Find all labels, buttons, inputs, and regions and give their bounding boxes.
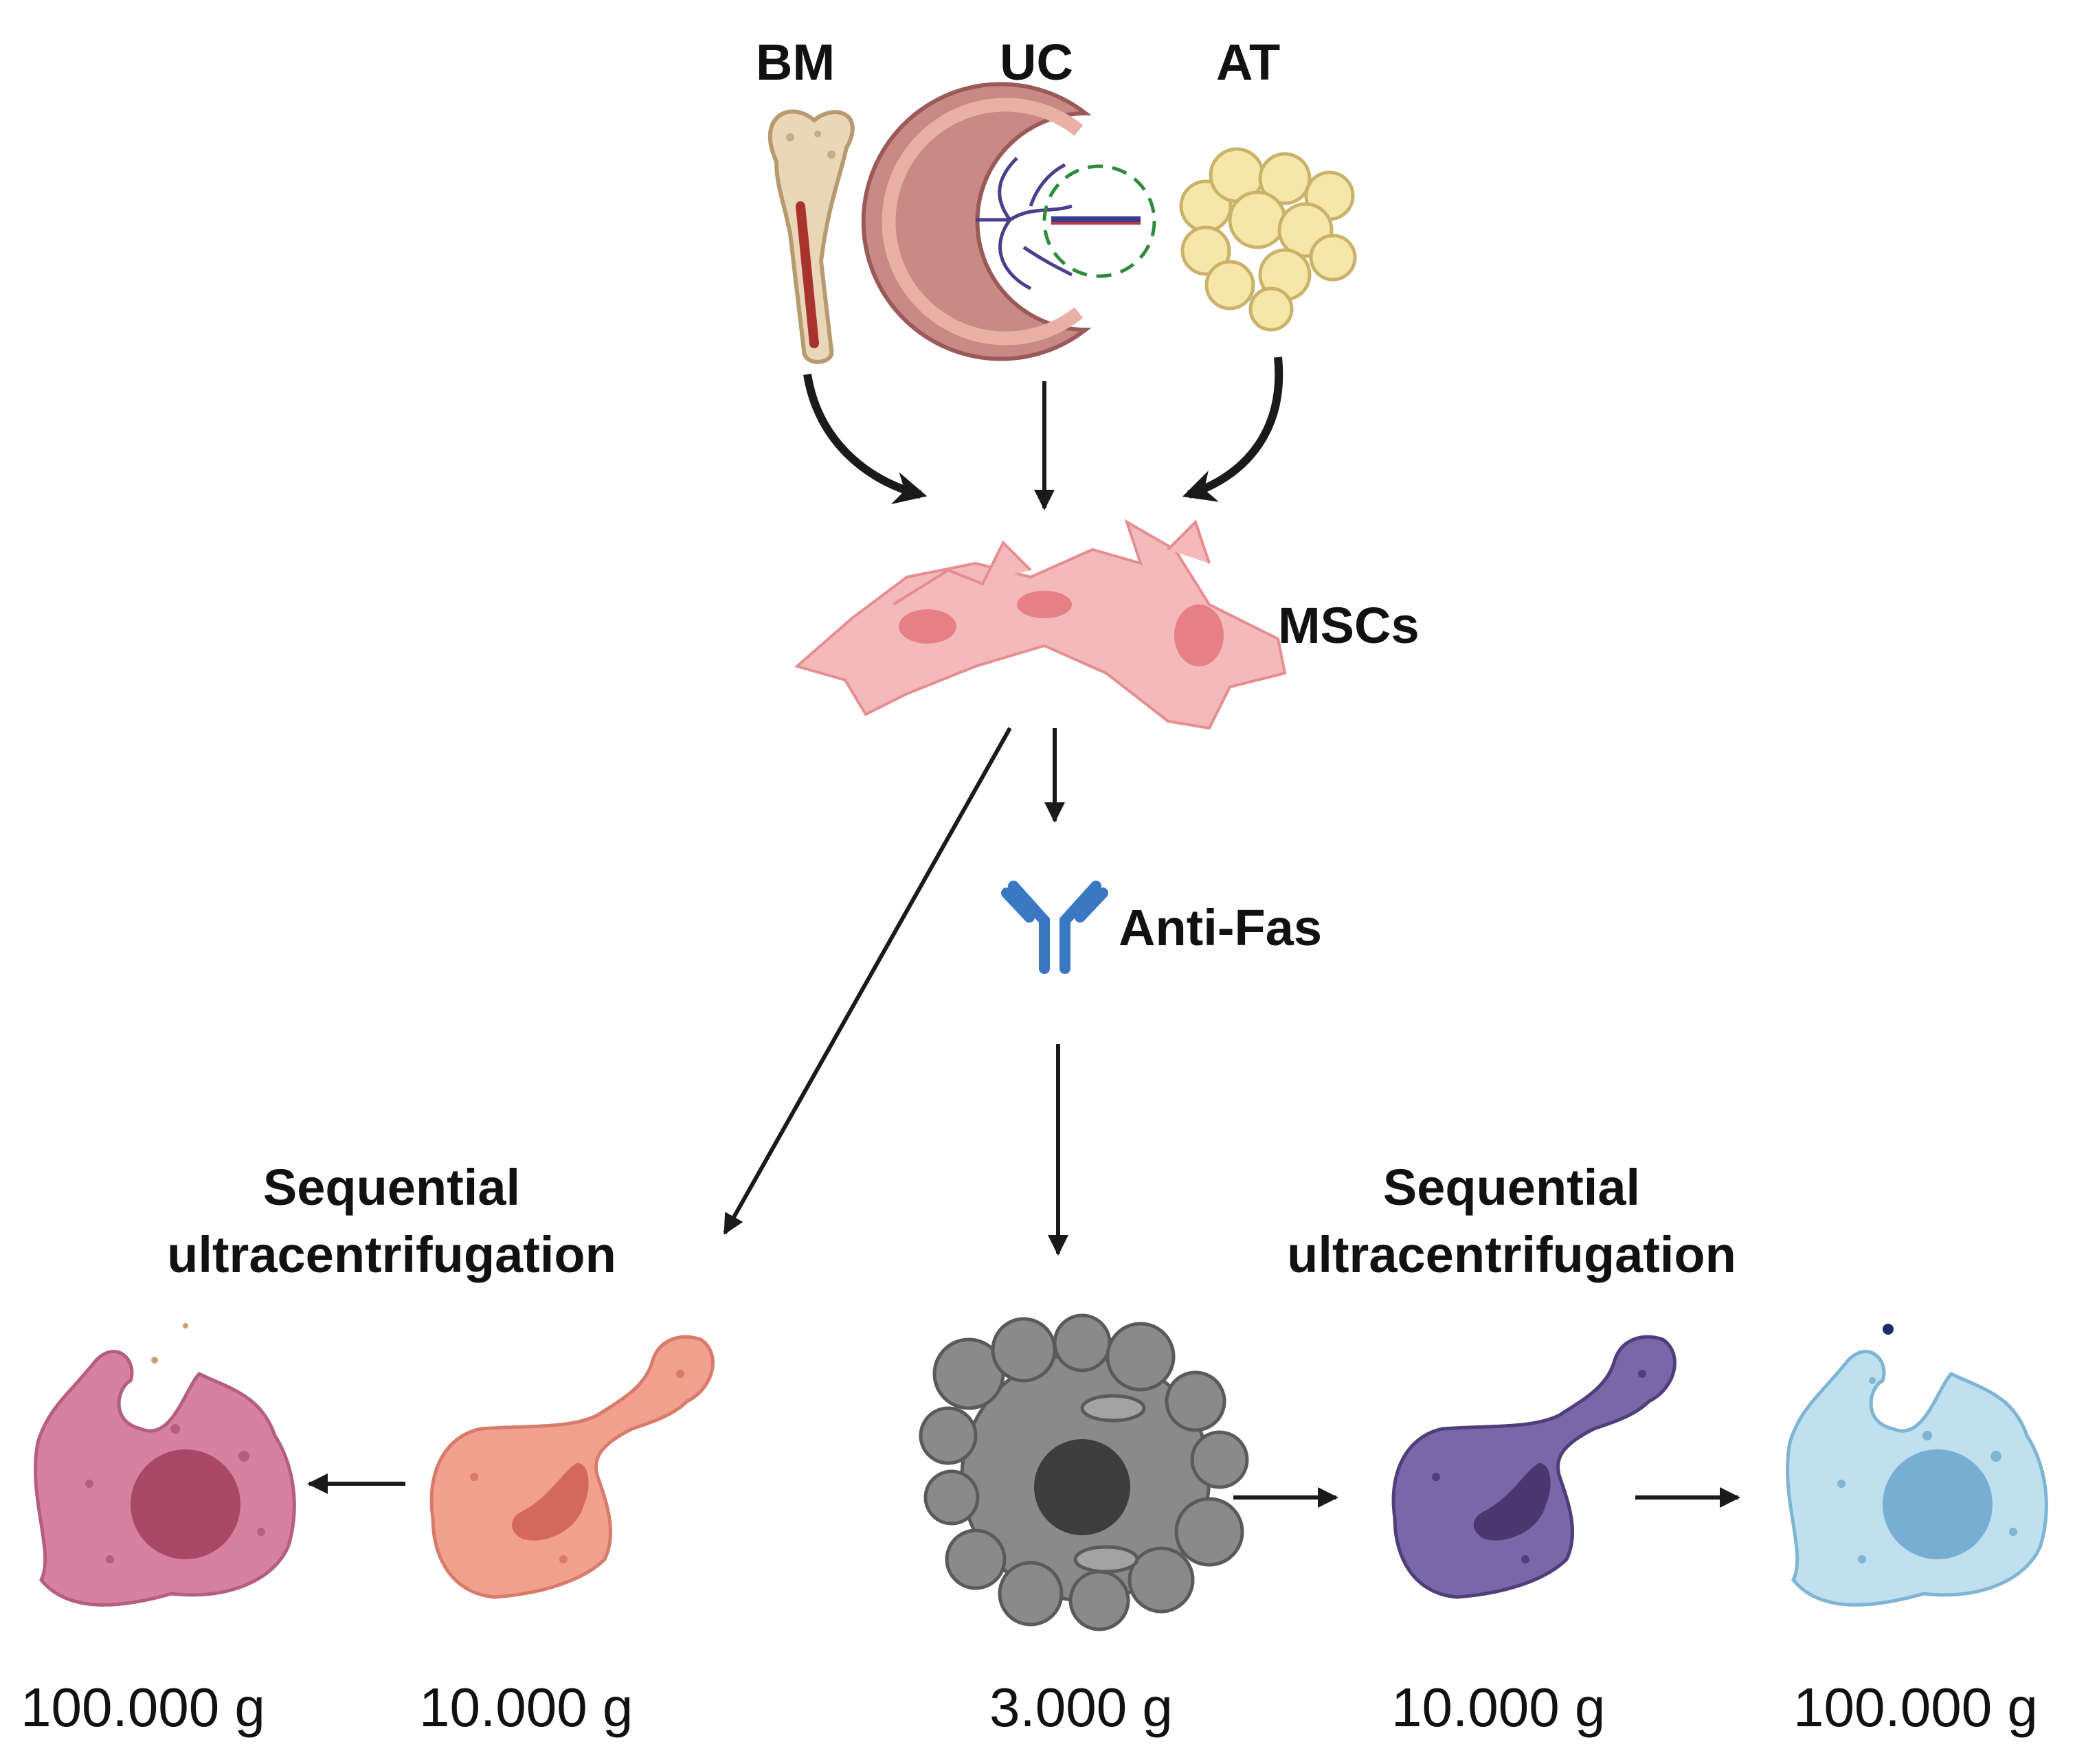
adipose-tissue-icon	[1179, 147, 1357, 332]
mesenchymal-stem-cells-icon	[794, 519, 1287, 730]
source-label-at: AT	[1216, 34, 1281, 91]
right-final-vesicle-cell	[1786, 1324, 2048, 1607]
left-step-10k-label: 10.000 g	[419, 1677, 633, 1738]
msc-arrows	[723, 727, 1068, 1256]
antibody-label: Anti-Fas	[1119, 899, 1322, 956]
bone-marrow-icon	[767, 109, 855, 364]
arrow-bm-to-msc	[803, 374, 928, 504]
antibody-icon	[1001, 881, 1108, 974]
right-branch-title-line2: ultracentrifugation	[1287, 1226, 1736, 1283]
source-label-uc: UC	[1000, 34, 1073, 91]
arrow-msc-to-left-branch	[723, 727, 1012, 1235]
right-branch-title: Sequential ultracentrifugation	[1250, 1154, 1773, 1289]
left-budding-cell	[429, 1335, 715, 1599]
left-branch-title-line1: Sequential	[262, 1159, 521, 1216]
msc-label: MSCs	[1278, 597, 1420, 654]
left-step-100k-label: 100.000 g	[21, 1677, 265, 1738]
arrow-at-to-msc	[1182, 357, 1283, 502]
apoptotic-cell-icon	[919, 1313, 1249, 1631]
right-step-3k-label: 3.000 g	[989, 1677, 1173, 1738]
right-step-10k-label: 10.000 g	[1391, 1677, 1606, 1738]
source-label-bm: BM	[756, 34, 835, 91]
left-final-vesicle-cell	[34, 1323, 296, 1607]
right-branch-title-line1: Sequential	[1382, 1159, 1641, 1216]
left-branch-title-line2: ultracentrifugation	[167, 1226, 616, 1283]
left-branch-title: Sequential ultracentrifugation	[131, 1154, 653, 1289]
umbilical-cord-placenta-icon	[861, 82, 1156, 361]
right-step-100k-label: 100.000 g	[1793, 1677, 2038, 1738]
source-arrows	[803, 357, 1283, 510]
right-budding-cell	[1391, 1335, 1676, 1599]
